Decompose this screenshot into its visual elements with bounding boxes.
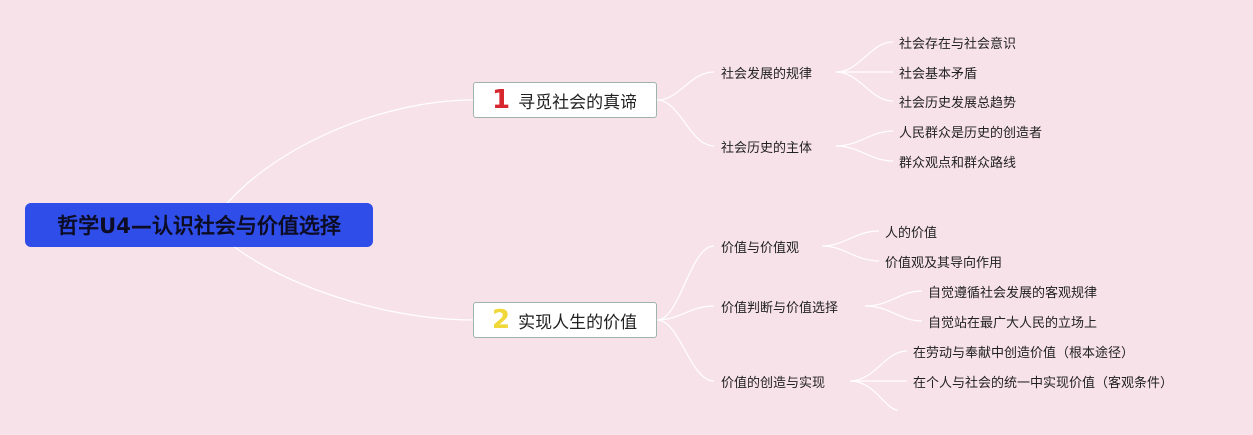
connector-sub3-item1: [821, 230, 880, 247]
topic-2[interactable]: 2 实现人生的价值: [473, 302, 657, 338]
topic-2-number: 2: [492, 305, 511, 335]
connector-sub2-item2: [835, 145, 894, 162]
leaf-2-2-2[interactable]: 自觉站在最广大人民的立场上: [928, 316, 1098, 331]
leaf-2-1-1[interactable]: 人的价值: [885, 226, 938, 241]
connector-sub4-item2: [864, 305, 923, 322]
leaf-2-3-1[interactable]: 在劳动与奉献中创造价值（根本途径）: [913, 346, 1135, 361]
connector-sub4-item1: [864, 290, 923, 307]
connector-topic2-sub1: [656, 245, 715, 321]
leaf-1-1-3[interactable]: 社会历史发展总趋势: [899, 96, 1017, 111]
connector-topic2-sub3: [656, 319, 715, 382]
leaf-1-2-1[interactable]: 人民群众是历史的创造者: [899, 126, 1043, 141]
root-topic[interactable]: 哲学U4—认识社会与价值选择: [25, 203, 373, 247]
connector-sub5-item3: [849, 380, 899, 411]
subtopic-1-1[interactable]: 社会发展的规律: [721, 67, 813, 82]
leaf-1-1-1[interactable]: 社会存在与社会意识: [899, 37, 1017, 52]
leaf-1-1-2[interactable]: 社会基本矛盾: [899, 67, 978, 82]
leaf-2-2-1[interactable]: 自觉遵循社会发展的客观规律: [928, 286, 1098, 301]
connector-sub2-item1: [835, 130, 894, 147]
connector-sub5-item1: [849, 350, 908, 382]
topic-1-number: 1: [492, 85, 511, 115]
connector-sub1-item3: [835, 71, 894, 102]
topic-2-label: 实现人生的价值: [518, 312, 638, 333]
subtopic-2-2[interactable]: 价值判断与价值选择: [721, 301, 839, 316]
leaf-2-1-2[interactable]: 价值观及其导向作用: [885, 256, 1003, 271]
connector-sub3-item2: [821, 245, 880, 262]
topic-1[interactable]: 1 寻觅社会的真谛: [473, 82, 657, 118]
subtopic-1-2[interactable]: 社会历史的主体: [721, 141, 813, 156]
subtopic-2-1[interactable]: 价值与价值观: [721, 241, 800, 256]
connector-topic1-sub1: [656, 71, 715, 101]
connector-root-topic1: [209, 99, 474, 226]
subtopic-2-3[interactable]: 价值的创造与实现: [721, 376, 826, 391]
leaf-1-2-2[interactable]: 群众观点和群众路线: [899, 156, 1017, 171]
leaf-2-3-2[interactable]: 在个人与社会的统一中实现价值（客观条件）: [913, 376, 1174, 391]
connector-sub1-item1: [835, 41, 894, 73]
topic-1-label: 寻觅社会的真谛: [518, 92, 638, 113]
connector-topic2-sub2: [656, 305, 715, 321]
connector-topic1-sub2: [656, 99, 715, 147]
root-topic-label: 哲学U4—认识社会与价值选择: [57, 214, 341, 238]
